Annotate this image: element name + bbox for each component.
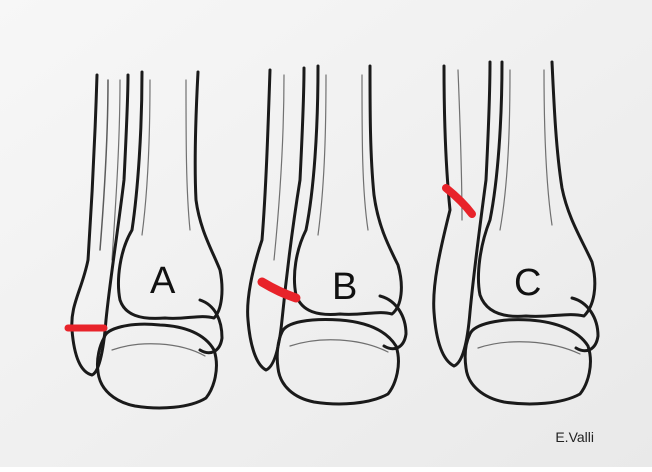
artist-signature: E.Valli [555, 429, 594, 445]
panel-label-b: B [332, 268, 357, 306]
panel-label-a: A [150, 262, 175, 300]
panel-label-c: C [514, 264, 541, 302]
